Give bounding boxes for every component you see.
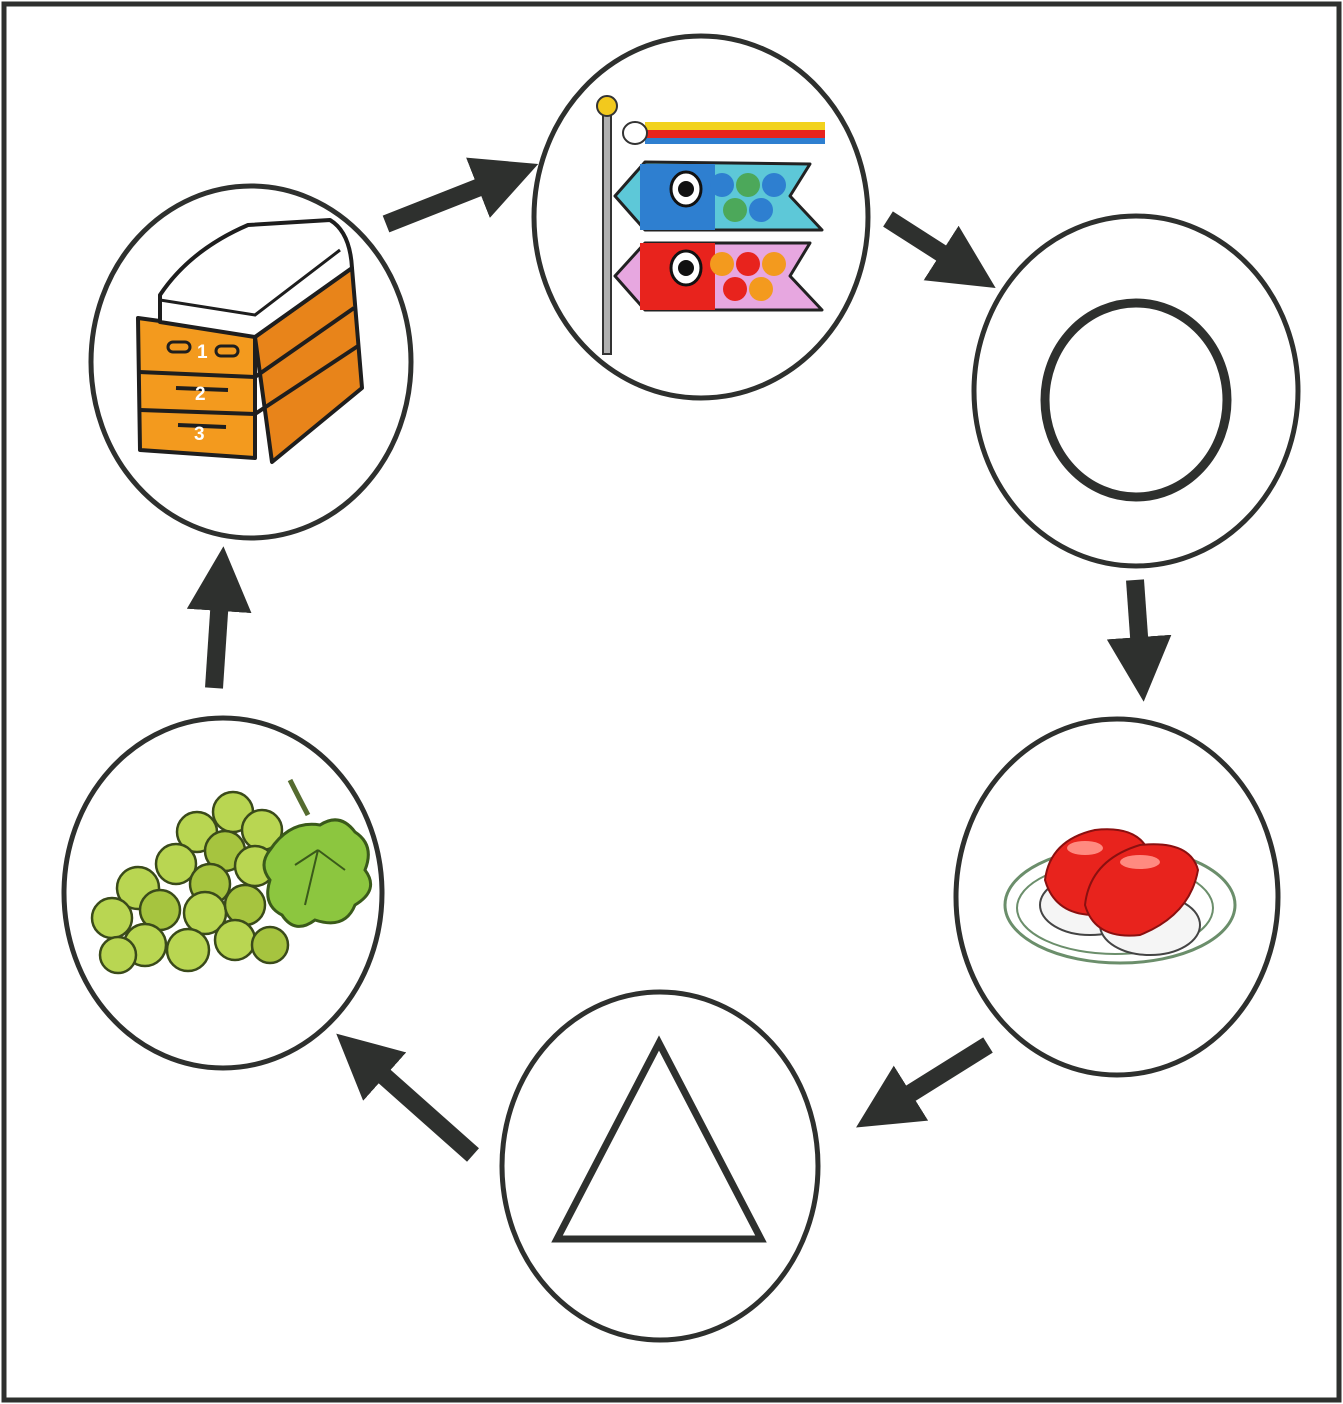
node-vaulting-box: 1 2 3 [88,183,414,541]
edge-arrow [186,546,252,689]
grapes-icon [90,778,373,975]
edge-arrow [1106,579,1172,702]
edge-arrow [856,1037,993,1128]
edge-arrow [336,1033,479,1162]
vault-tier-label: 3 [194,424,205,445]
koinobori-icon [596,95,825,355]
cycle-arrows [186,157,1172,1162]
node-circle [499,989,821,1343]
node-koinobori [531,33,871,401]
node-grapes [61,715,385,1071]
node-blank-triangle [499,989,821,1343]
triangle-placeholder-icon [551,1035,767,1243]
circle-placeholder-icon [1040,298,1232,502]
node-blank-circle [971,213,1301,569]
edge-arrow [382,157,539,233]
tuna-sushi-icon [1003,828,1237,965]
vault-tier-label: 1 [197,342,208,363]
node-circle [971,213,1301,569]
edge-arrow [883,211,996,288]
vault-tier-label: 2 [195,384,206,405]
node-tuna-sushi [953,716,1281,1078]
vaulting-box-icon: 1 2 3 [136,218,364,464]
